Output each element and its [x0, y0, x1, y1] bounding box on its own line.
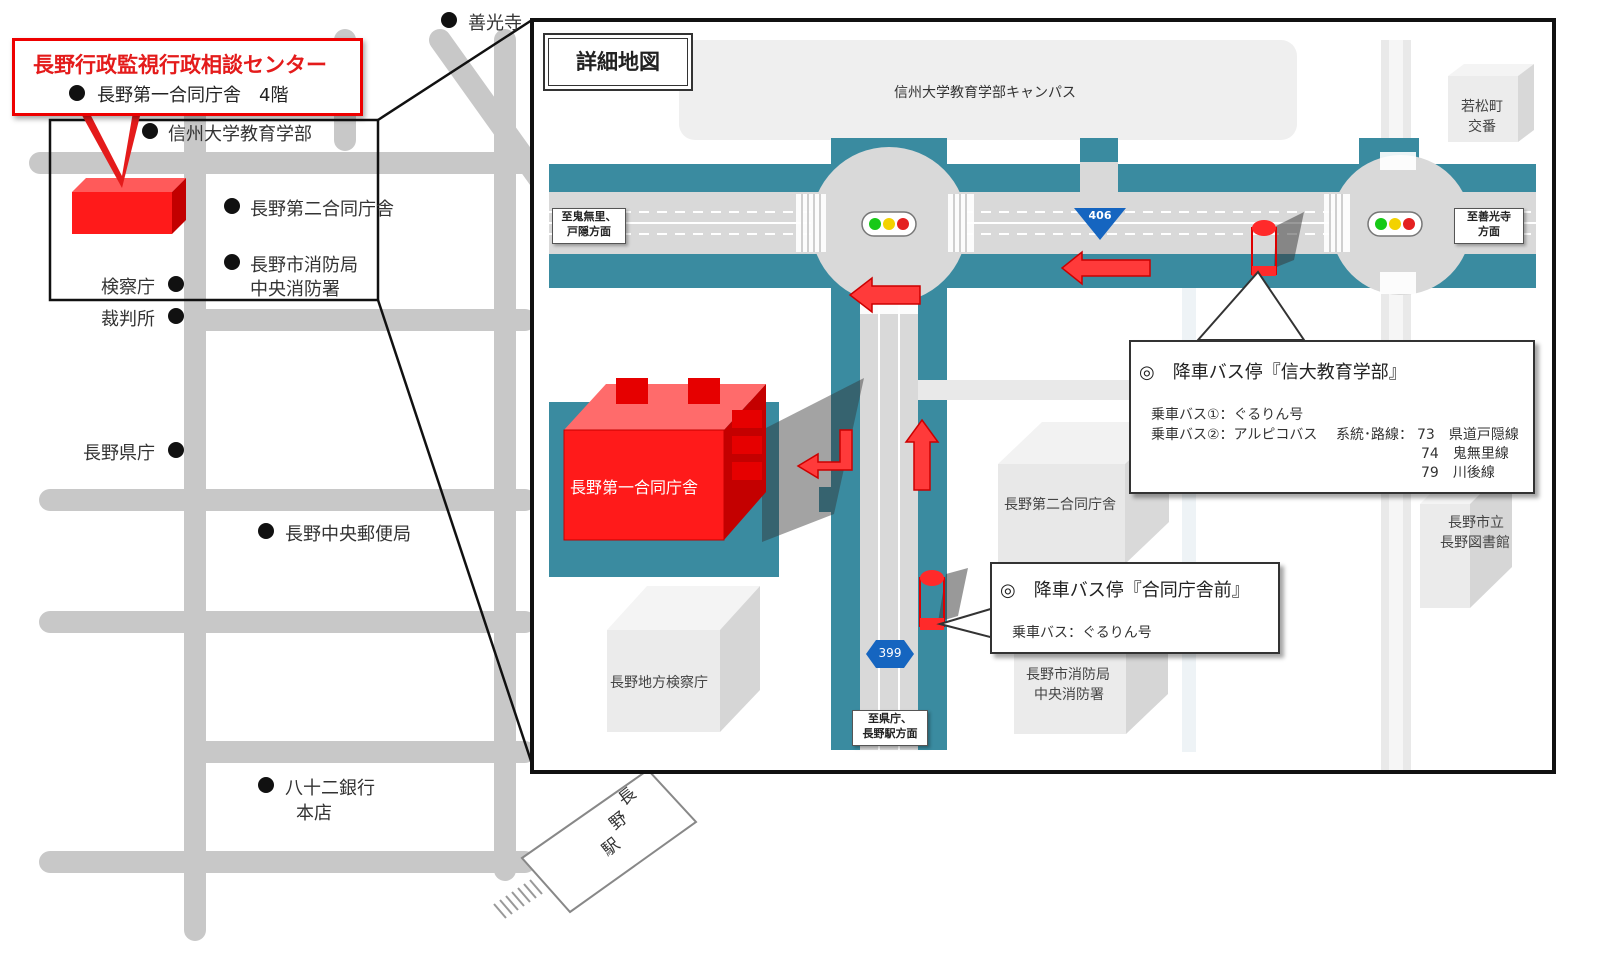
landmark-post: 長野中央郵便局: [285, 524, 411, 545]
koban-label-1: 若松町: [1461, 99, 1503, 115]
main-building-label: 長野第一合同庁舎: [570, 478, 699, 497]
bus-stop-godo-callout: ◎ 降車バス停『合同庁舎前』 乗車バス：ぐるりん号: [990, 562, 1280, 654]
station-char-3: 駅: [598, 834, 624, 861]
library-label-2: 長野図書館: [1440, 535, 1510, 551]
bullet-icon: [224, 254, 240, 270]
bus-stop-godo-title: ◎ 降車バス停『合同庁舎前』: [1000, 580, 1250, 601]
landmark-zenkoji: 善光寺: [468, 13, 522, 34]
bullet-icon: [168, 308, 184, 324]
bus-stop-godo-bus: 乗車バス：ぐるりん号: [1012, 625, 1152, 641]
bullet-icon: [258, 523, 274, 539]
office-title-box: 長野行政監視行政相談センター 長野第一合同庁舎 4階: [12, 38, 363, 116]
bus-stop-shindai-route-label: 系統･路線：: [1336, 427, 1413, 443]
bullet-icon: [224, 198, 240, 214]
direction-east-1: 至善光寺: [1467, 210, 1511, 223]
direction-south: 至県庁、 長野駅方面: [852, 710, 928, 746]
direction-south-2: 長野駅方面: [862, 727, 918, 740]
route-shield-icon: [866, 640, 914, 668]
landmark-shinshu: 信州大学教育学部: [168, 124, 312, 145]
fire-label-2: 中央消防署: [1034, 687, 1104, 703]
direction-east: 至善光寺 方面: [1454, 208, 1524, 244]
bus-stop-icon: [919, 568, 968, 630]
bus-stop-shindai-bus1: 乗車バス①：ぐるりん号: [1151, 407, 1304, 423]
campus-label: 信州大学教育学部キャンパス: [894, 85, 1076, 101]
bus-stop-shindai-title: ◎ 降車バス停『信大教育学部』: [1139, 362, 1407, 383]
landmark-court: 裁判所: [101, 309, 155, 330]
bullet-icon: [168, 276, 184, 292]
route-406-label: 406: [1088, 209, 1112, 222]
fire-label-1: 長野市消防局: [1026, 667, 1110, 683]
direction-east-2: 方面: [1478, 225, 1500, 238]
station-building: [493, 768, 698, 919]
traffic-light-icon: [1367, 211, 1423, 237]
detail-map-title: 詳細地図: [543, 33, 693, 91]
building-prosecutor: [607, 586, 760, 732]
bus-stop-icon: [1251, 212, 1304, 276]
landmark-fire-1: 長野市消防局: [250, 255, 358, 276]
bullet-icon: [258, 777, 274, 793]
landmark-bank-2: 本店: [296, 803, 332, 824]
route-shield-icon: [1074, 208, 1126, 240]
bus-stop-shindai-callout: ◎ 降車バス停『信大教育学部』 乗車バス①：ぐるりん号 乗車バス②：アルピコバス…: [1129, 340, 1535, 494]
office-floor: 長野第一合同庁舎 4階: [97, 85, 289, 106]
library-label-1: 長野市立: [1448, 515, 1504, 531]
office-name: 長野行政監視行政相談センター: [33, 53, 327, 77]
daini-label: 長野第二合同庁舎: [1004, 497, 1116, 513]
traffic-light-icon: [861, 211, 917, 237]
direction-south-1: 至県庁、: [868, 712, 912, 725]
bullet-icon: [69, 85, 85, 101]
landmark-daini: 長野第二合同庁舎: [250, 199, 394, 220]
landmark-prefecture: 長野県庁: [83, 443, 155, 464]
bullet-icon: [168, 442, 184, 458]
bullet-icon: [441, 12, 457, 28]
landmark-prosecutor: 検察庁: [101, 277, 155, 298]
bus-stop-shindai-route-79: 79 川後線: [1421, 465, 1495, 481]
landmark-fire-2: 中央消防署: [250, 279, 340, 300]
landmark-bank-1: 八十二銀行: [285, 778, 375, 799]
direction-west-1: 至鬼無里、: [561, 210, 617, 223]
main-building-icon: [563, 378, 864, 542]
direction-west: 至鬼無里、 戸隠方面: [552, 208, 626, 244]
arrow-icon: [796, 250, 1151, 491]
bus-stop-shindai-route-74: 74 鬼無里線: [1421, 446, 1509, 462]
bus-stop-shindai-route-73: 73 県道戸隠線: [1417, 427, 1519, 443]
detail-map: 詳細地図 信州大学教育学部キャンパス 若松町 交番 至鬼無里、 戸隠方面 至善光…: [530, 18, 1556, 774]
prosecutor-label: 長野地方検察庁: [610, 675, 708, 691]
bullet-icon: [142, 123, 158, 139]
direction-west-2: 戸隠方面: [567, 225, 611, 238]
koban-label-2: 交番: [1468, 119, 1496, 135]
main-building-icon: [72, 178, 186, 234]
route-399-label: 399: [878, 646, 902, 660]
bus-stop-shindai-bus2: 乗車バス②：アルピコバス: [1151, 427, 1318, 443]
